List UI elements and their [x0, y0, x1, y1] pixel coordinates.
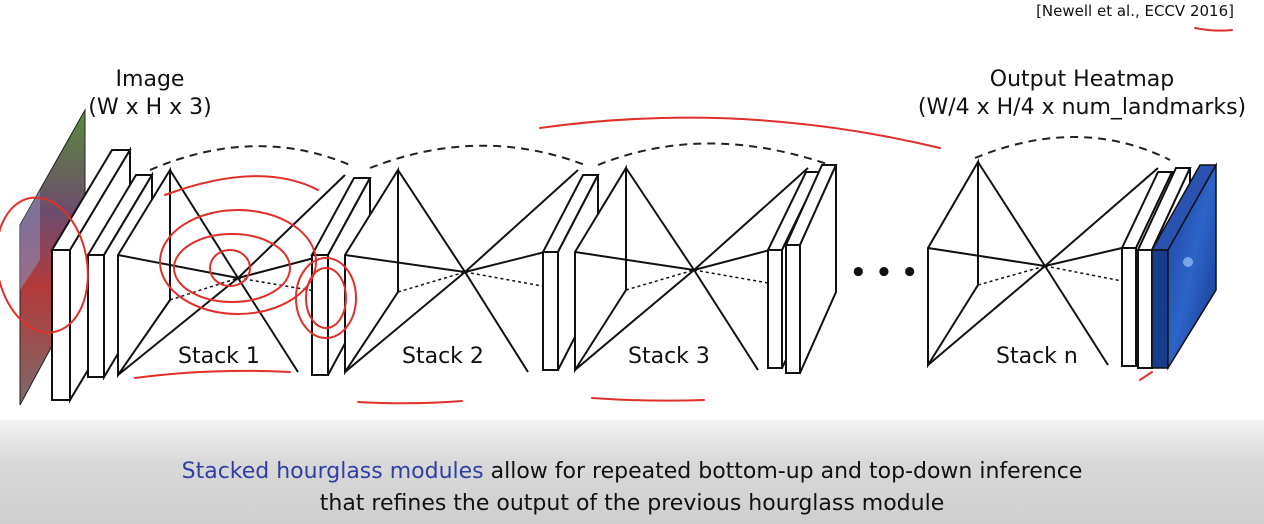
caption-line-2: that refines the output of the previous …	[319, 491, 945, 516]
hourglass-diagram: • • • Stack 1 Stack 2 Stack 3 Stack n	[0, 27, 1233, 406]
stack-1-hourglass	[117, 166, 346, 379]
caption-rest: allow for repeated bottom-up and top-dow…	[483, 459, 1083, 484]
stack-2-output-blocks	[541, 174, 600, 371]
caption-line-1: Stacked hourglass modules allow for repe…	[0, 456, 1264, 488]
input-label: Image (W x H x 3)	[82, 66, 218, 122]
skip-connections	[149, 136, 1171, 171]
ellipsis: • • •	[850, 258, 918, 288]
input-conv-blocks	[50, 146, 154, 404]
stack-3-label: Stack 3	[628, 344, 710, 369]
caption-background	[0, 420, 1264, 524]
input-label-dims: (W x H x 3)	[88, 95, 212, 120]
caption: Stacked hourglass modules allow for repe…	[0, 456, 1264, 520]
input-label-title: Image	[115, 67, 185, 92]
stack-2-hourglass	[344, 166, 579, 376]
red-annotations	[0, 27, 1233, 405]
output-label: Output Heatmap (W/4 x H/4 x num_landmark…	[900, 66, 1264, 122]
caption-highlight: Stacked hourglass modules	[181, 459, 484, 484]
stack-n-hourglass	[927, 158, 1159, 369]
output-label-dims: (W/4 x H/4 x num_landmarks)	[917, 95, 1247, 120]
output-label-title: Output Heatmap	[989, 67, 1175, 92]
stack-n-label: Stack n	[996, 344, 1078, 369]
stack-2-label: Stack 2	[402, 344, 484, 369]
stack-3-output-blocks	[766, 164, 838, 374]
output-heatmap	[1150, 162, 1218, 371]
citation: [Newell et al., ECCV 2016]	[1036, 2, 1234, 20]
stack-1-label: Stack 1	[178, 344, 260, 369]
